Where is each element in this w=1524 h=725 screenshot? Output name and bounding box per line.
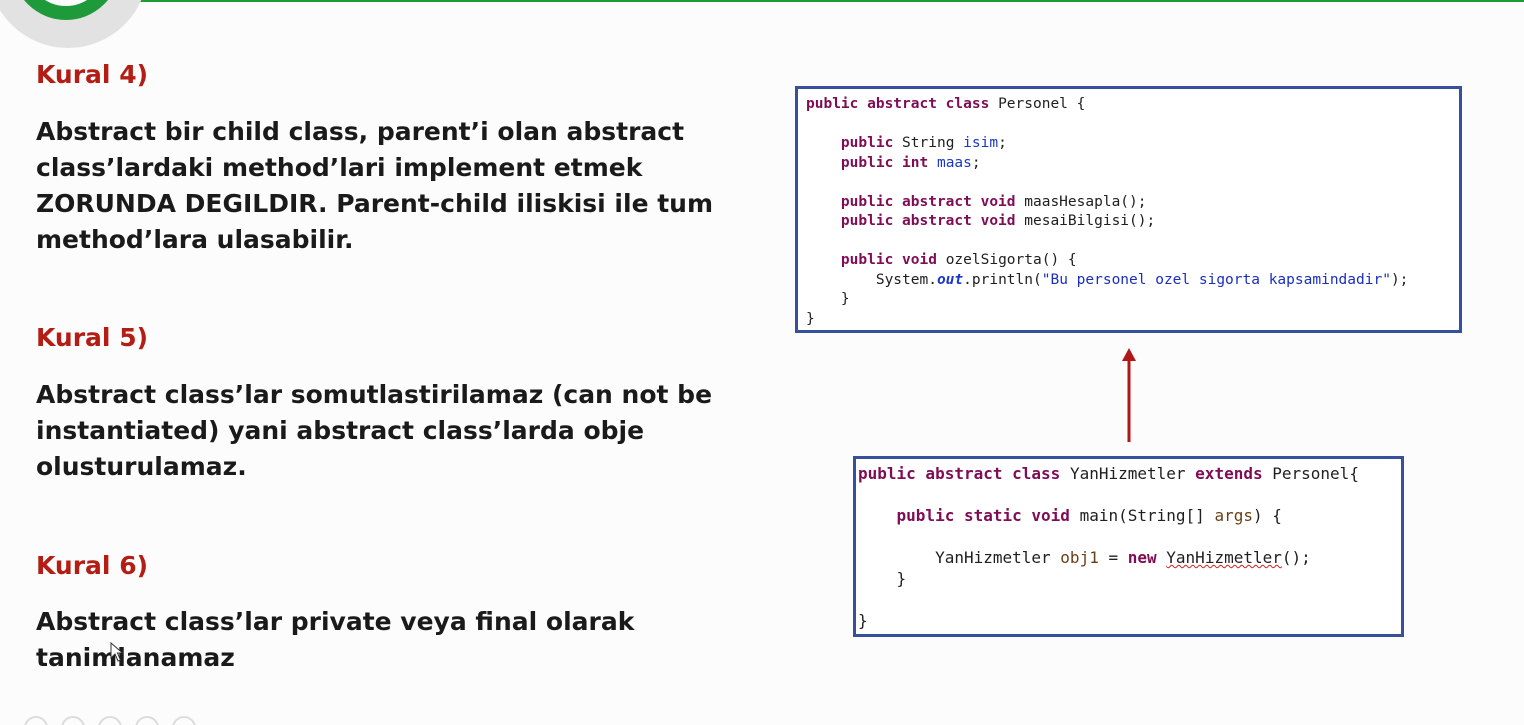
closing-brace: } bbox=[840, 291, 850, 307]
closing-brace: } bbox=[806, 310, 815, 327]
logo bbox=[0, 0, 148, 48]
rule-5-line-2: instantiated) yani abstract class’larda … bbox=[36, 416, 645, 445]
rule-6-line-1: Abstract class’lar private veya final ol… bbox=[36, 607, 635, 636]
method-signature-end: ) { bbox=[1252, 506, 1282, 525]
mouse-cursor-icon bbox=[110, 642, 124, 662]
field-type: String bbox=[902, 135, 955, 151]
rule-4-title: Kural 4) bbox=[36, 60, 149, 89]
rule-5-line-1: Abstract class’lar somutlastirilamaz (ca… bbox=[36, 380, 713, 409]
method-signature: main(String[] bbox=[1079, 506, 1205, 525]
slide-controls bbox=[24, 716, 196, 725]
variable-name: obj1 bbox=[1060, 548, 1099, 567]
variable-type: YanHizmetler bbox=[935, 548, 1051, 567]
parent-class-code-box: public abstract class Personel { public … bbox=[795, 86, 1462, 333]
code-keyword: public abstract class bbox=[806, 96, 990, 112]
method-signature: ozelSigorta() { bbox=[945, 252, 1077, 268]
rule-5-line-3: olusturulamaz. bbox=[36, 452, 247, 481]
code-keyword: new bbox=[1127, 548, 1157, 567]
rule-6-text: Abstract class’lar private veya final ol… bbox=[36, 604, 736, 676]
static-field: out bbox=[936, 271, 964, 288]
rule-6-title: Kural 6) bbox=[36, 551, 149, 580]
system-class: System. bbox=[875, 271, 937, 288]
child-class-code: public abstract class YanHizmetler exten… bbox=[858, 463, 1359, 631]
code-keyword: public abstract class bbox=[858, 464, 1061, 483]
code-keyword: extends bbox=[1195, 464, 1263, 483]
statement-end: ); bbox=[1390, 271, 1409, 288]
assignment-operator: = bbox=[1098, 548, 1128, 567]
string-literal: "Bu personel ozel sigorta kapsamindadir" bbox=[1041, 271, 1391, 288]
closing-brace: } bbox=[858, 611, 868, 630]
method-signature: maasHesapla(); bbox=[1024, 193, 1147, 210]
rule-5-text: Abstract class’lar somutlastirilamaz (ca… bbox=[36, 377, 736, 485]
statement-end: (); bbox=[1281, 548, 1311, 567]
class-name: Personel { bbox=[998, 96, 1086, 112]
rule-4-line-4: method’lara ulasabilir. bbox=[36, 225, 354, 254]
code-keyword: public int bbox=[840, 154, 929, 171]
rule-4-line-1: Abstract bir child class, parent’i olan … bbox=[36, 117, 685, 146]
child-class-code-box: public abstract class YanHizmetler exten… bbox=[853, 456, 1404, 637]
closing-brace: } bbox=[896, 569, 907, 588]
code-keyword: public void bbox=[840, 252, 937, 268]
compile-error-constructor: YanHizmetler bbox=[1166, 548, 1282, 567]
method-call: .println( bbox=[963, 271, 1042, 288]
code-keyword: public bbox=[840, 135, 894, 151]
code-keyword: public static void bbox=[896, 506, 1070, 525]
field-name: isim bbox=[963, 135, 999, 151]
parameter-name: args bbox=[1214, 506, 1253, 525]
rule-6-line-2: tanimlanamaz bbox=[36, 643, 235, 672]
header-divider bbox=[120, 0, 1524, 2]
code-keyword: public abstract void bbox=[840, 213, 1016, 229]
rule-4-line-3: ZORUNDA DEGILDIR. Parent-child iliskisi … bbox=[36, 189, 714, 218]
method-signature: mesaiBilgisi(); bbox=[1024, 213, 1156, 229]
parent-class-name: Personel{ bbox=[1272, 464, 1359, 483]
parent-class-code: public abstract class Personel { public … bbox=[806, 96, 1409, 327]
rule-5-title: Kural 5) bbox=[36, 323, 149, 352]
code-keyword: public abstract void bbox=[840, 193, 1016, 210]
class-name: YanHizmetler bbox=[1069, 464, 1186, 483]
rule-4-text: Abstract bir child class, parent’i olan … bbox=[36, 114, 736, 258]
rule-4-line-2: class’lardaki method’lari implement etme… bbox=[36, 153, 643, 182]
inheritance-arrow bbox=[1122, 348, 1136, 442]
field-name: maas bbox=[936, 154, 972, 171]
